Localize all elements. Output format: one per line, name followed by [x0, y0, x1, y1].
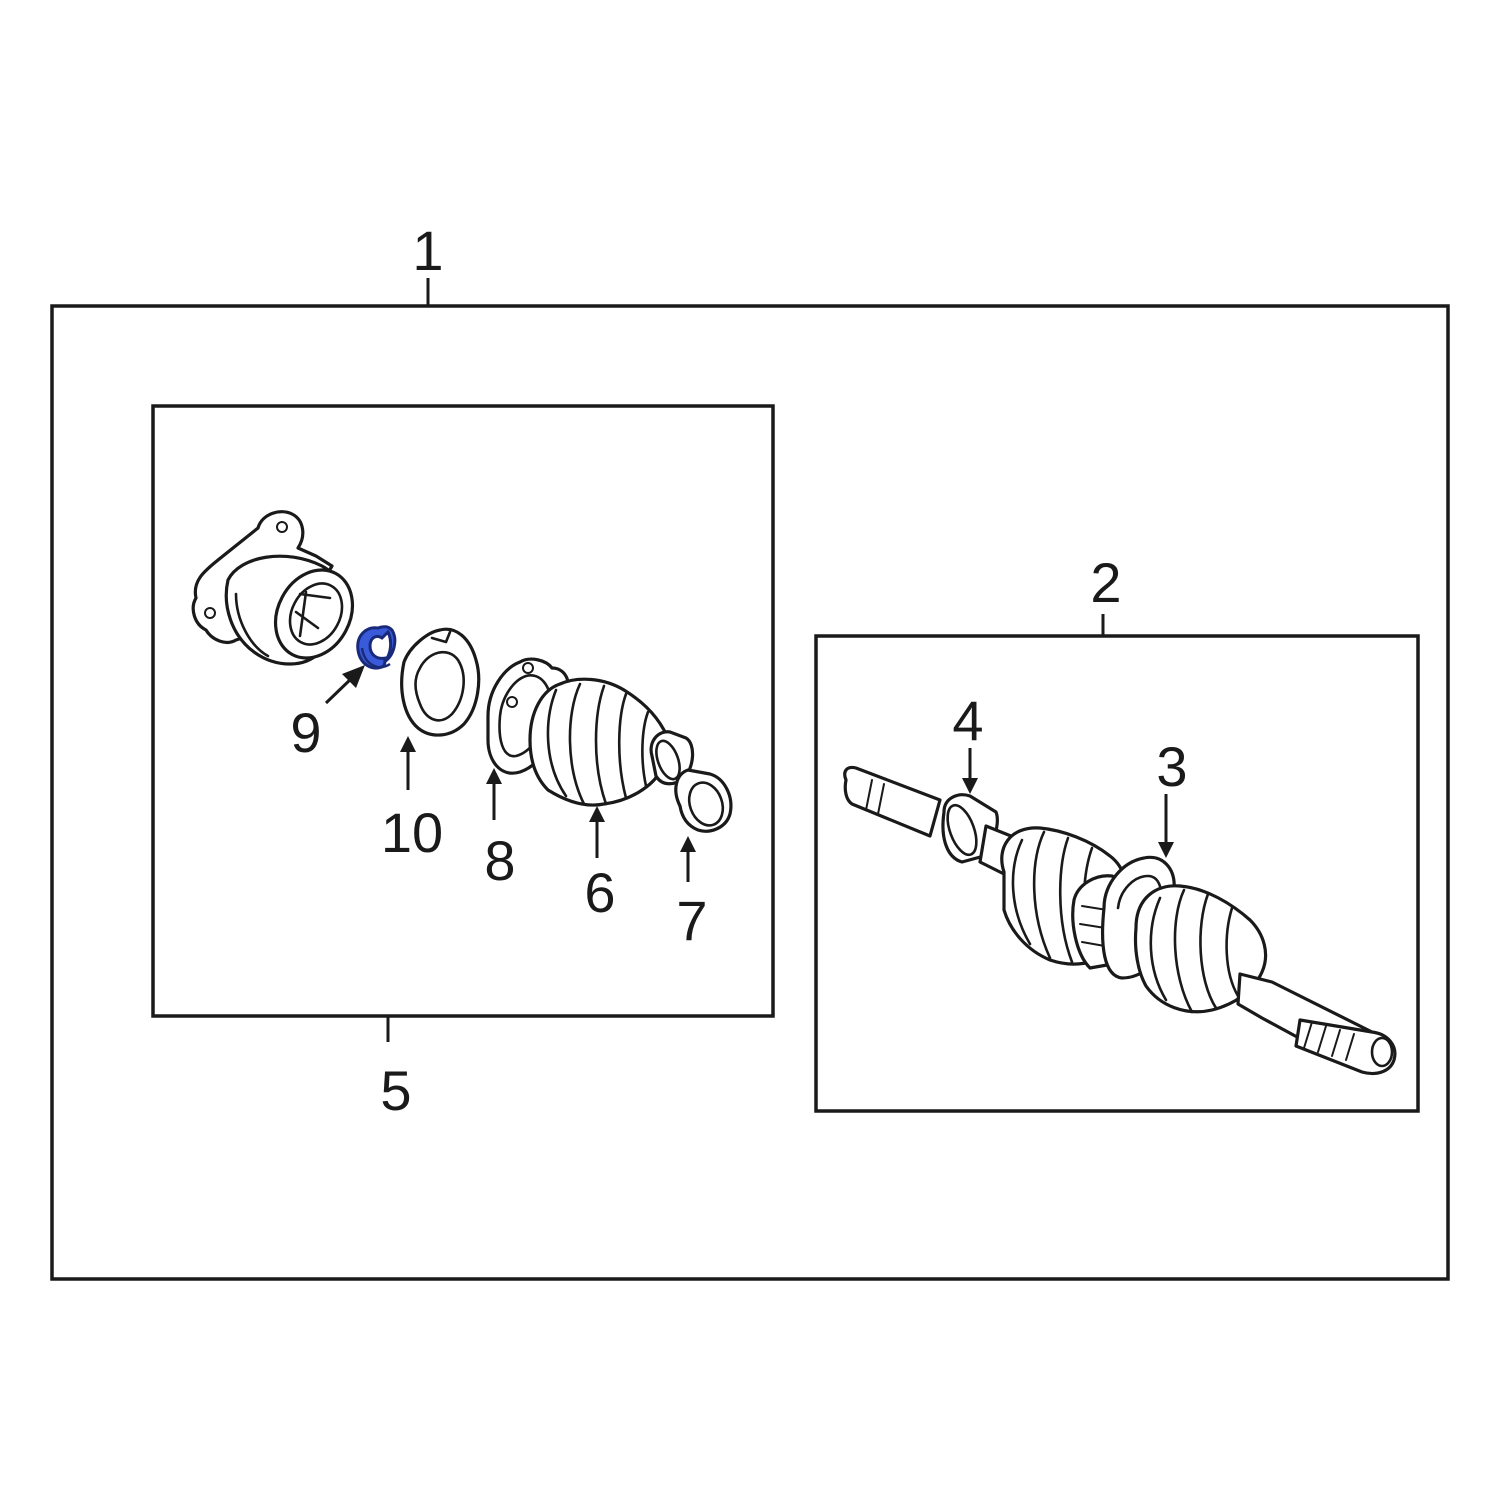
callout-4[interactable]: 4	[952, 689, 983, 752]
callout-7[interactable]: 7	[676, 889, 707, 952]
callout-2[interactable]: 2	[1090, 551, 1121, 614]
inner-joint-kit-frame	[151, 404, 775, 1018]
arrowhead-6	[589, 806, 605, 822]
callout-5[interactable]: 5	[380, 1059, 411, 1122]
inner-boot-part-6[interactable]	[528, 677, 695, 807]
callout-1[interactable]: 1	[412, 219, 443, 282]
axle-assembly-frame	[814, 634, 1420, 1113]
joint-housing-illustration[interactable]	[191, 510, 367, 672]
arrowhead-9	[342, 665, 365, 688]
callout-8[interactable]: 8	[484, 829, 515, 892]
callout-9[interactable]: 9	[290, 701, 321, 764]
arrowhead-10	[400, 736, 416, 752]
outer-assembly-frame	[50, 304, 1450, 1281]
arrowhead-4	[962, 778, 978, 794]
arrowhead-7	[680, 836, 696, 852]
callout-6[interactable]: 6	[584, 861, 615, 924]
axle-shaft-illustration[interactable]	[843, 765, 1397, 1076]
callout-10[interactable]: 10	[381, 801, 443, 864]
boot-retainer-part-10[interactable]	[400, 627, 481, 737]
arrowhead-8	[486, 768, 502, 784]
callout-3[interactable]: 3	[1156, 735, 1187, 798]
small-clamp-part-7[interactable]	[674, 768, 733, 833]
snap-ring-part-9[interactable]	[356, 625, 397, 670]
arrowhead-3	[1158, 842, 1174, 858]
